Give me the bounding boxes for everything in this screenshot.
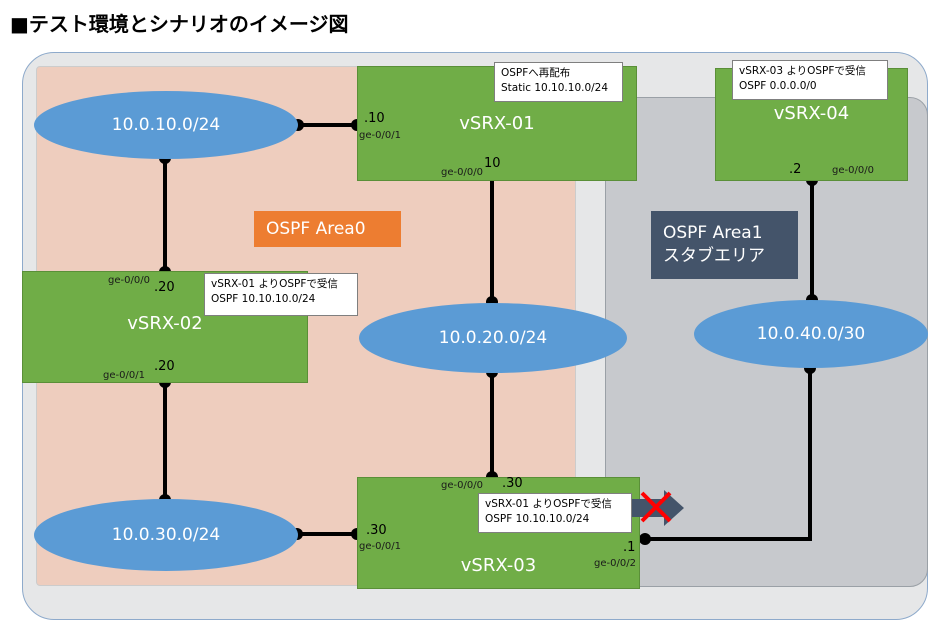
addr-r02-b: .20 (154, 359, 175, 374)
network-label: 10.0.40.0/30 (756, 324, 866, 344)
router-label: vSRX-04 (773, 103, 850, 124)
addr-r03-b: .30 (366, 523, 387, 538)
addr-r03-a: .30 (502, 476, 523, 491)
port-dot (639, 533, 651, 545)
page-title: ■テスト環境とシナリオのイメージ図 (10, 12, 349, 36)
iface-r04-ge000: ge-0/0/0 (832, 165, 874, 176)
network-10-0-10-0: 10.0.10.0/24 (34, 91, 298, 159)
addr-r02-a: .20 (154, 280, 175, 295)
note-vsrx-04: vSRX-03 よりOSPFで受信 OSPF 0.0.0.0/0 (732, 60, 888, 100)
network-10-0-30-0: 10.0.30.0/24 (34, 499, 298, 571)
iface-r03-ge000: ge-0/0/0 (441, 480, 483, 491)
iface-r03-ge001: ge-0/0/1 (359, 541, 401, 552)
iface-r02-ge000: ge-0/0/0 (108, 275, 150, 286)
network-10-0-40-0: 10.0.40.0/30 (694, 300, 928, 368)
addr-r01-a: .10 (364, 111, 385, 126)
network-10-0-20-0: 10.0.20.0/24 (359, 303, 627, 373)
router-label: vSRX-02 (127, 312, 203, 334)
link-r03-net40 (645, 368, 812, 541)
iface-r02-ge001: ge-0/0/1 (103, 370, 145, 381)
iface-r01-ge000: ge-0/0/0 (441, 167, 483, 178)
network-label: 10.0.30.0/24 (111, 525, 221, 545)
addr-r01-b: 10 (484, 156, 501, 171)
addr-r04-a: .2 (789, 162, 802, 177)
area1-label: OSPF Area1 スタブエリア (651, 211, 798, 279)
network-label: 10.0.20.0/24 (438, 328, 548, 348)
note-vsrx-01: OSPFへ再配布 Static 10.10.10.0/24 (494, 62, 623, 102)
note-vsrx-02: vSRX-01 よりOSPFで受信 OSPF 10.10.10.0/24 (204, 273, 358, 316)
red-x-icon (640, 491, 672, 523)
note-vsrx-03: vSRX-01 よりOSPFで受信 OSPF 10.10.10.0/24 (478, 493, 632, 533)
router-label: vSRX-03 (460, 555, 537, 576)
area0-label: OSPF Area0 (254, 211, 401, 247)
router-label: vSRX-01 (459, 113, 535, 134)
network-label: 10.0.10.0/24 (111, 115, 221, 135)
addr-r03-c: .1 (623, 540, 636, 555)
iface-r03-ge002: ge-0/0/2 (594, 558, 636, 569)
iface-r01-ge001: ge-0/0/1 (359, 130, 401, 141)
